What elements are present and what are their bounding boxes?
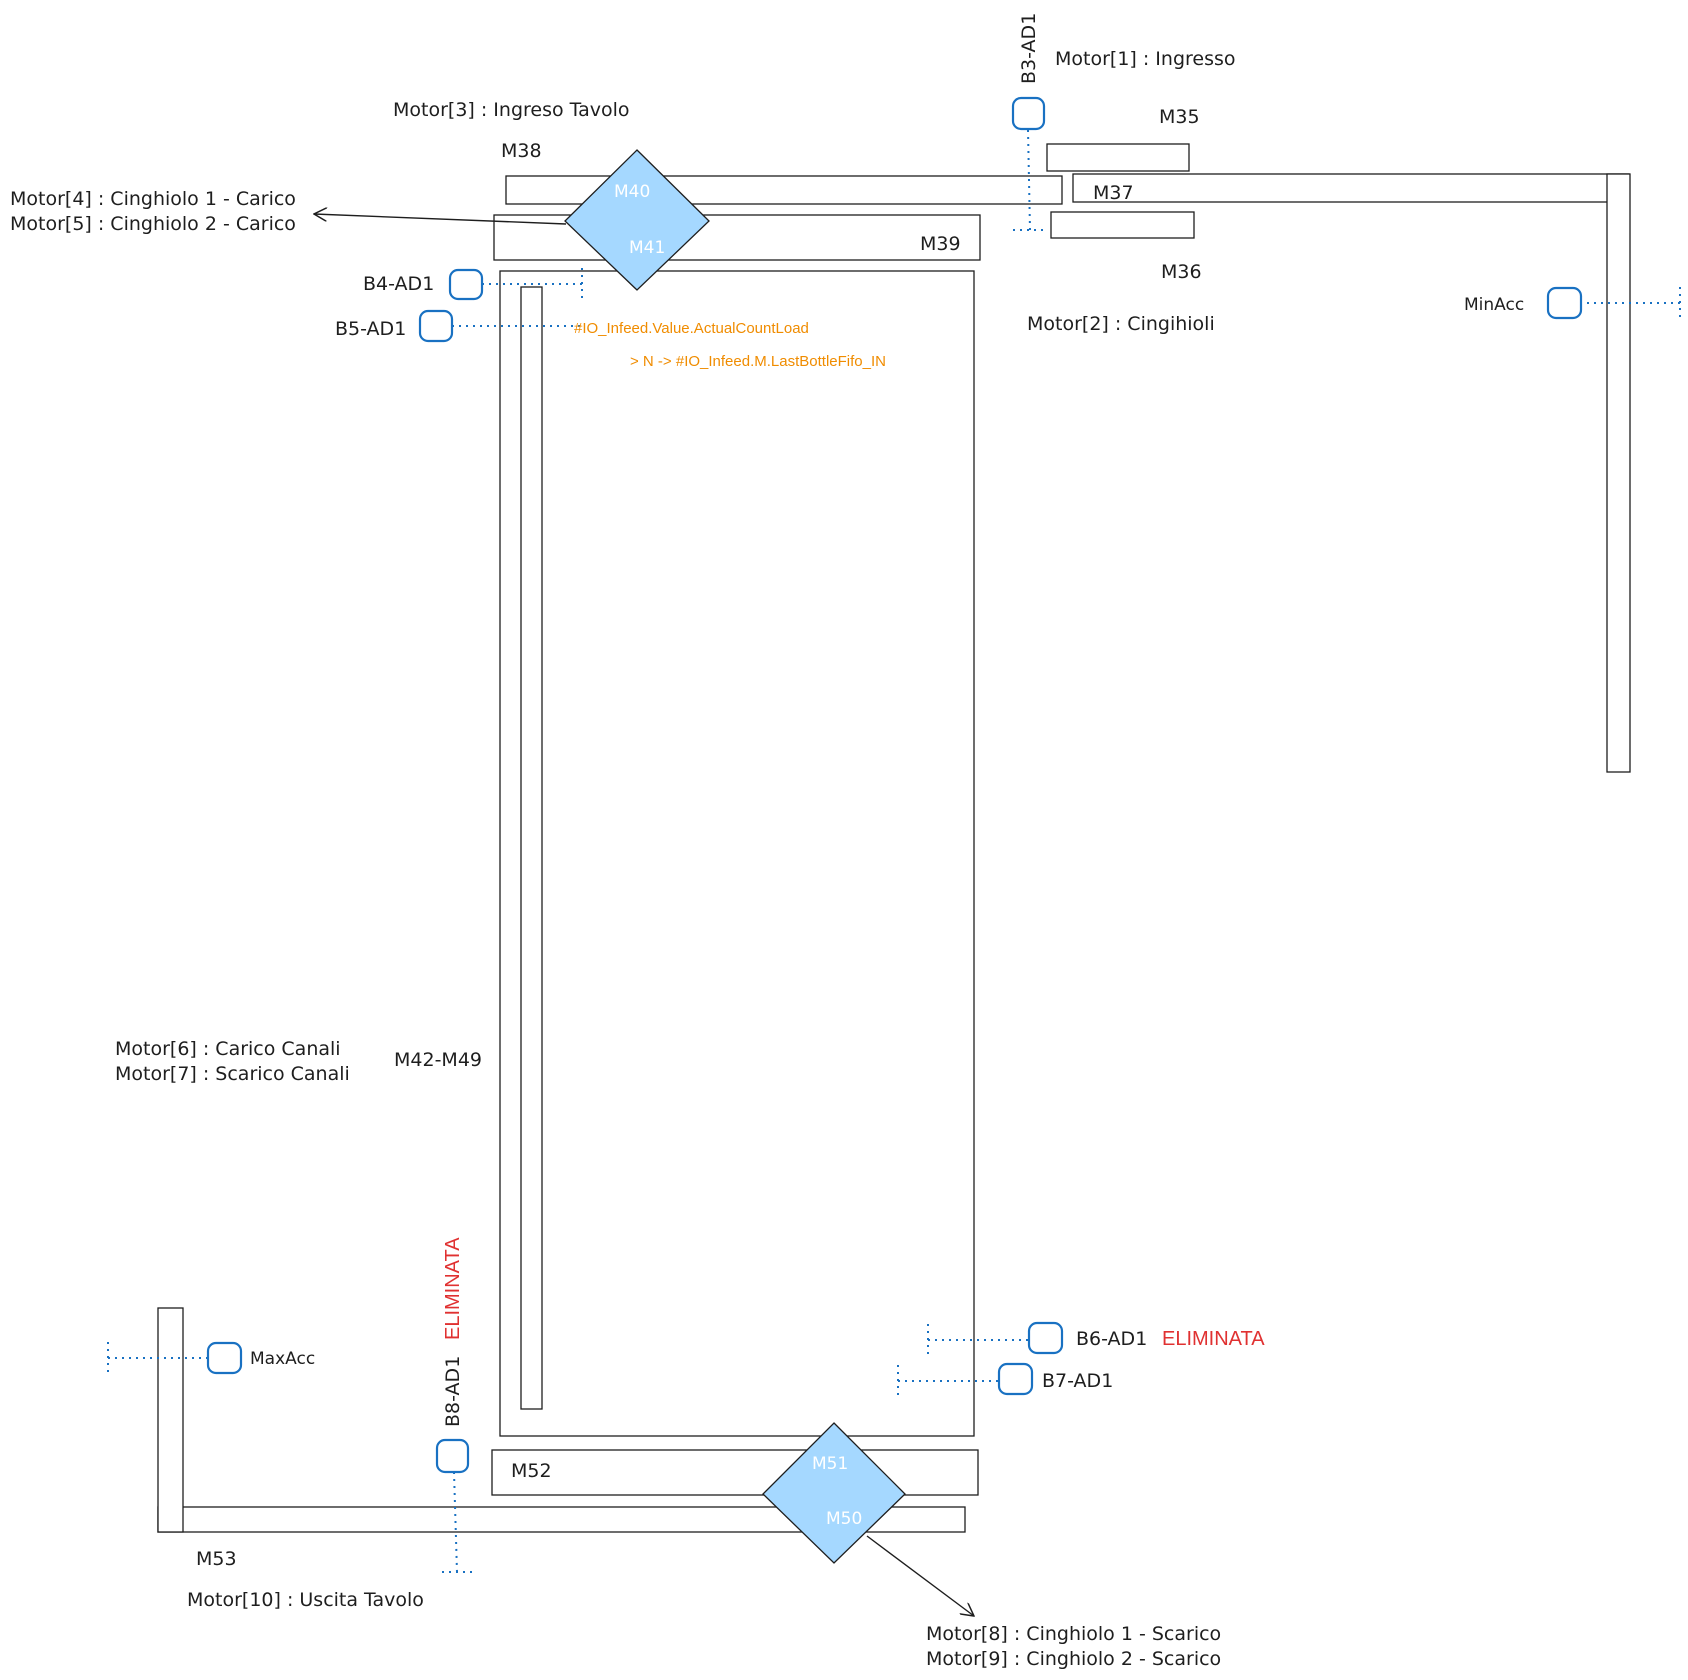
sensor-beam-minacc	[1580, 287, 1681, 319]
sensor-b5	[418, 309, 454, 343]
label-b4: B4-AD1	[363, 273, 434, 295]
sensor-beam-b8	[442, 1471, 474, 1573]
label-m50: M50	[826, 1509, 862, 1529]
table-m42-m49	[499, 270, 975, 1437]
label-b8: B8-AD1	[442, 1356, 464, 1427]
accumulation-vertical-left	[157, 1307, 184, 1533]
label-motor8: Motor[8] : Cinghiolo 1 - Scarico	[926, 1623, 1221, 1645]
conveyor-m37	[1072, 173, 1630, 203]
label-b5: B5-AD1	[335, 318, 406, 340]
annotation-count-load: #IO_Infeed.Value.ActualCountLoad	[574, 320, 809, 337]
label-motor1: Motor[1] : Ingresso	[1055, 48, 1236, 70]
sensor-maxacc	[206, 1341, 243, 1375]
label-motor3: Motor[3] : Ingreso Tavolo	[393, 99, 630, 121]
sensor-b8	[435, 1438, 470, 1474]
belt-m35	[1046, 143, 1190, 172]
label-motor7: Motor[7] : Scarico Canali	[115, 1063, 350, 1085]
label-motor5: Motor[5] : Cinghiolo 2 - Carico	[10, 213, 296, 235]
label-m36: M36	[1161, 261, 1202, 283]
accumulation-vertical-right	[1606, 173, 1631, 773]
transfer-diamond-m50-m51	[762, 1422, 906, 1564]
sensor-b4	[448, 268, 484, 301]
label-m42-m49: M42-M49	[394, 1049, 482, 1071]
annotation-eliminata-b8: ELIMINATA	[442, 1237, 464, 1340]
sensor-minacc	[1546, 286, 1583, 320]
label-m53: M53	[196, 1548, 237, 1570]
sensor-b7	[997, 1362, 1034, 1396]
sensor-beam-maxacc	[107, 1342, 208, 1374]
label-b3: B3-AD1	[1018, 13, 1040, 84]
sensor-beam-b4	[482, 268, 583, 300]
sensor-b3	[1011, 96, 1046, 131]
label-motor2: Motor[2] : Cingihioli	[1027, 313, 1215, 335]
channel-bar	[520, 286, 543, 1410]
label-b7: B7-AD1	[1042, 1370, 1113, 1392]
conveyor-m52	[491, 1449, 979, 1496]
sensor-beam-b6	[927, 1324, 1028, 1356]
sensor-beam-b3	[1013, 129, 1048, 231]
label-motor4: Motor[4] : Cinghiolo 1 - Carico	[10, 188, 296, 210]
label-motor6: Motor[6] : Carico Canali	[115, 1038, 341, 1060]
label-minacc: MinAcc	[1464, 295, 1524, 315]
arrow-to-motor4-5	[314, 214, 567, 225]
belt-m36	[1050, 211, 1195, 239]
label-m38: M38	[501, 140, 542, 162]
label-m52: M52	[511, 1460, 552, 1482]
transfer-diamond-m40-m41	[564, 149, 710, 291]
label-motor9: Motor[9] : Cinghiolo 2 - Scarico	[926, 1648, 1221, 1670]
label-m41: M41	[629, 238, 665, 258]
label-m51: M51	[812, 1454, 848, 1474]
label-m40: M40	[614, 182, 650, 202]
sensor-beam-b7	[897, 1365, 998, 1397]
arrow-to-motor8-9	[866, 1535, 974, 1616]
label-motor10: Motor[10] : Uscita Tavolo	[187, 1589, 424, 1611]
label-maxacc: MaxAcc	[250, 1349, 315, 1369]
annotation-last-bottle: > N -> #IO_Infeed.M.LastBottleFifo_IN	[630, 353, 886, 370]
label-m37: M37	[1093, 182, 1134, 204]
label-b6: B6-AD1	[1076, 1328, 1147, 1350]
annotation-eliminata-b6: ELIMINATA	[1162, 1328, 1265, 1350]
label-m35: M35	[1159, 106, 1200, 128]
sensor-b6	[1027, 1321, 1064, 1355]
label-m39: M39	[920, 233, 961, 255]
